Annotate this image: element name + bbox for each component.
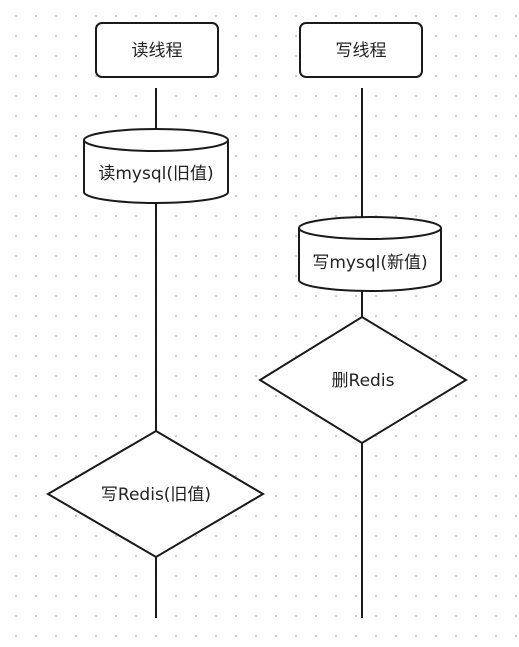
write-redis-diamond[interactable]: 写Redis(旧值) <box>46 429 265 559</box>
delete-redis-label: 删Redis <box>332 371 395 391</box>
write-mysql-cylinder[interactable]: 写mysql(新值) <box>298 216 442 292</box>
read-thread-title: 读线程 <box>132 41 183 61</box>
delete-redis-diamond[interactable]: 删Redis <box>258 315 468 445</box>
read-mysql-cylinder[interactable]: 读mysql(旧值) <box>83 128 229 204</box>
write-thread-title: 写线程 <box>336 41 387 61</box>
write-mysql-label: 写mysql(新值) <box>312 253 427 273</box>
write-thread-box[interactable]: 写线程 <box>299 22 423 78</box>
read-thread-box[interactable]: 读线程 <box>95 22 219 78</box>
write-redis-label: 写Redis(旧值) <box>101 485 211 505</box>
read-mysql-label: 读mysql(旧值) <box>98 164 213 184</box>
